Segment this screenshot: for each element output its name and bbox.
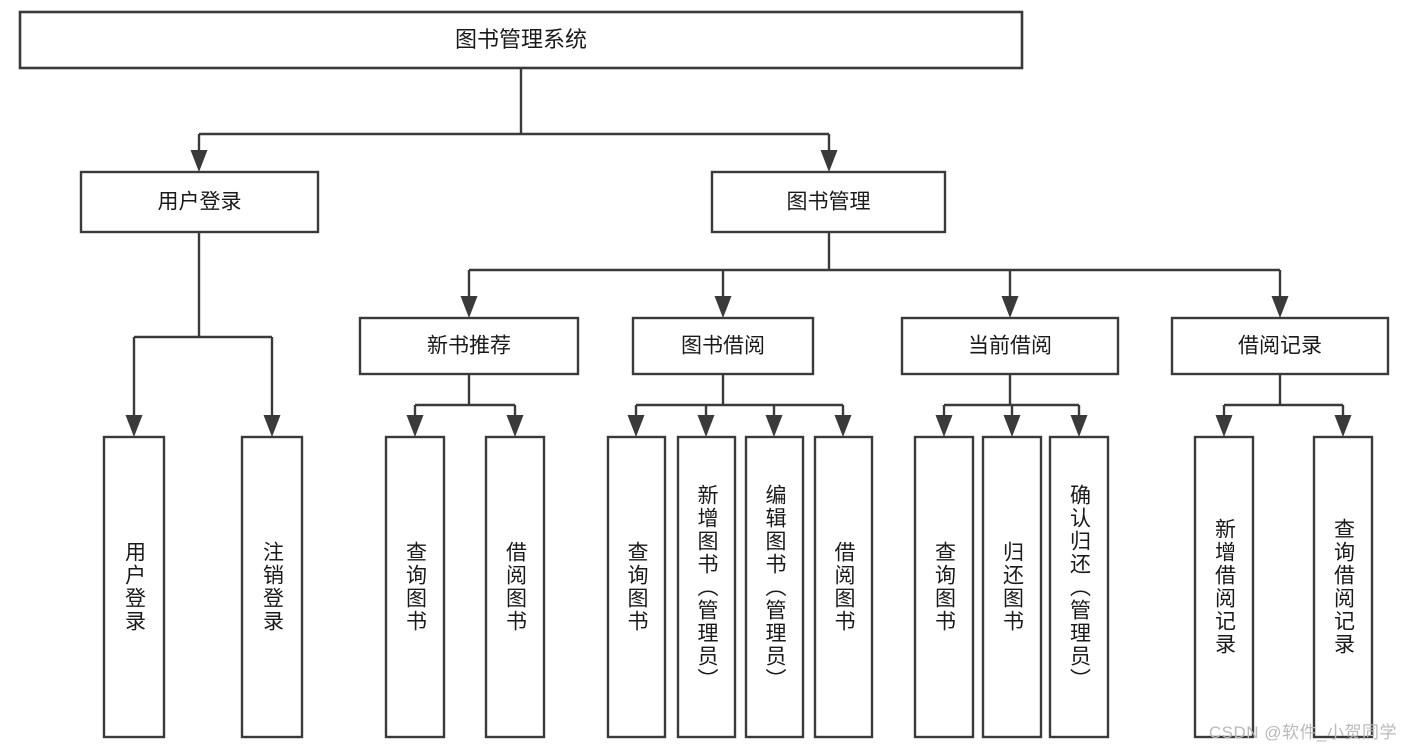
- leaf-cb-return-book-box[interactable]: [981, 435, 1043, 739]
- node-current-borrow-box[interactable]: [900, 316, 1120, 376]
- node-user-login-box[interactable]: [79, 170, 320, 234]
- leaf-user-logout-box[interactable]: [240, 435, 304, 739]
- node-book-manage-box[interactable]: [710, 170, 947, 234]
- new-book-recommend-arrow-0-head: [406, 415, 424, 437]
- root-arrow-1-head: [820, 150, 838, 172]
- book-manage-arrow-1-head: [714, 296, 732, 318]
- root-node-label: 图书管理系统: [455, 27, 587, 52]
- leaf-user-login-do-box[interactable]: [102, 435, 166, 739]
- leaf-nbr-query-book-box[interactable]: [384, 435, 446, 739]
- book-borrow-arrow-0-head: [627, 415, 645, 437]
- connector-layer: [125, 68, 1352, 437]
- current-borrow-arrow-2-head: [1070, 415, 1088, 437]
- new-book-recommend-arrow-1-head: [506, 415, 524, 437]
- leaf-br-query-record-box[interactable]: [1312, 435, 1374, 739]
- box-layer: [18, 10, 1390, 739]
- node-borrow-record-label: 借阅记录: [1238, 335, 1322, 358]
- node-book-borrow-label: 图书借阅: [681, 335, 765, 358]
- root-node-box[interactable]: [18, 10, 1024, 70]
- current-borrow-arrow-1-head: [1003, 415, 1021, 437]
- user-login-arrow-1-head: [263, 415, 281, 437]
- current-borrow-arrow-0-head: [935, 415, 953, 437]
- leaf-nbr-borrow-book-box[interactable]: [484, 435, 546, 739]
- node-borrow-record-box[interactable]: [1170, 316, 1390, 376]
- book-manage-arrow-3-head: [1271, 296, 1289, 318]
- book-borrow-arrow-1-head: [697, 415, 715, 437]
- borrow-record-arrow-0-head: [1215, 415, 1233, 437]
- root-arrow-0-head: [190, 150, 208, 172]
- node-user-login-label: 用户登录: [158, 191, 242, 214]
- node-new-book-recommend-label: 新书推荐: [427, 335, 511, 358]
- book-manage-arrow-2-head: [1001, 296, 1019, 318]
- node-new-book-recommend-box[interactable]: [358, 316, 580, 376]
- leaf-bb-borrow-book-box[interactable]: [813, 435, 874, 739]
- borrow-record-arrow-1-head: [1334, 415, 1352, 437]
- leaf-bb-add-book-box[interactable]: [676, 435, 737, 739]
- watermark-text: CSDN @软件_小贺同学: [1208, 723, 1397, 742]
- book-borrow-arrow-3-head: [834, 415, 852, 437]
- node-book-manage-label: 图书管理: [787, 191, 871, 214]
- leaf-br-add-record-box[interactable]: [1193, 435, 1255, 739]
- node-current-borrow-label: 当前借阅: [968, 335, 1052, 358]
- node-book-borrow-box[interactable]: [631, 316, 815, 376]
- leaf-cb-confirm-return-box[interactable]: [1048, 435, 1110, 739]
- leaf-bb-query-book-box[interactable]: [606, 435, 667, 739]
- leaf-bb-edit-book-box[interactable]: [744, 435, 805, 739]
- book-manage-arrow-0-head: [460, 296, 478, 318]
- leaf-cb-query-book-box[interactable]: [913, 435, 975, 739]
- user-login-arrow-0-head: [125, 415, 143, 437]
- book-borrow-arrow-2-head: [765, 415, 783, 437]
